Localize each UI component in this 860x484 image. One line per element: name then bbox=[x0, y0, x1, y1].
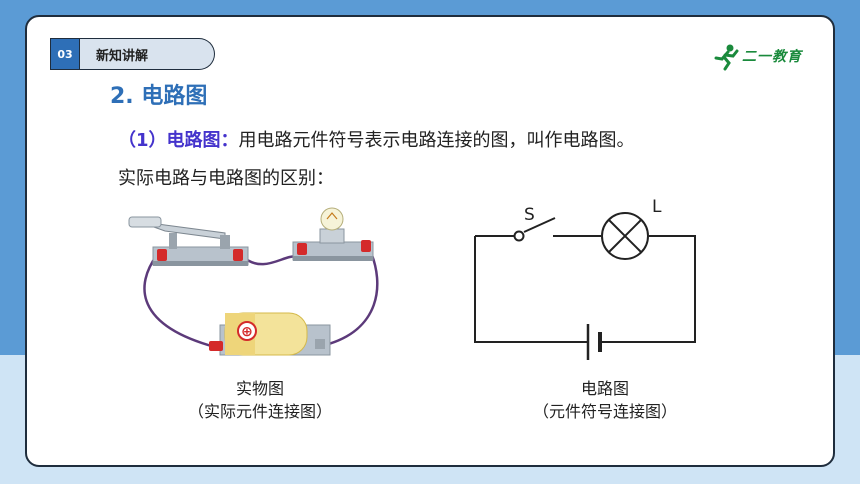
right-caption: 电路图 （元件符号连接图） bbox=[505, 377, 705, 423]
left-caption-title: 实物图 bbox=[235, 379, 284, 398]
logo: 二一教育 bbox=[712, 42, 812, 72]
definition: （1）电路图：用电路元件符号表示电路连接的图，叫作电路图。 bbox=[118, 126, 635, 152]
runner-icon bbox=[714, 44, 739, 71]
difference-text: 实际电路与电路图的区别： bbox=[118, 168, 334, 189]
slide-card bbox=[25, 15, 835, 467]
right-caption-subtitle: （元件符号连接图） bbox=[532, 402, 677, 421]
definition-text: 用电路元件符号表示电路连接的图，叫作电路图。 bbox=[238, 130, 635, 151]
section-label: 新知讲解 bbox=[80, 38, 215, 70]
battery-plus-symbol: ⊕ bbox=[241, 324, 253, 340]
logo-text: 二一教育 bbox=[742, 49, 802, 65]
physical-circuit-image: ⊕ bbox=[128, 207, 379, 356]
circuit-diagram: S L bbox=[474, 197, 696, 360]
section-number: 03 bbox=[50, 38, 80, 70]
right-caption-title: 电路图 bbox=[580, 379, 629, 398]
lamp-label: L bbox=[652, 197, 662, 217]
left-caption-subtitle: （实际元件连接图） bbox=[187, 402, 332, 421]
section-tag: 03 新知讲解 bbox=[45, 38, 217, 70]
switch-label: S bbox=[524, 205, 535, 225]
heading: 2. 电路图 bbox=[110, 84, 208, 109]
left-caption: 实物图 （实际元件连接图） bbox=[160, 377, 360, 423]
definition-term: （1）电路图： bbox=[118, 130, 239, 151]
